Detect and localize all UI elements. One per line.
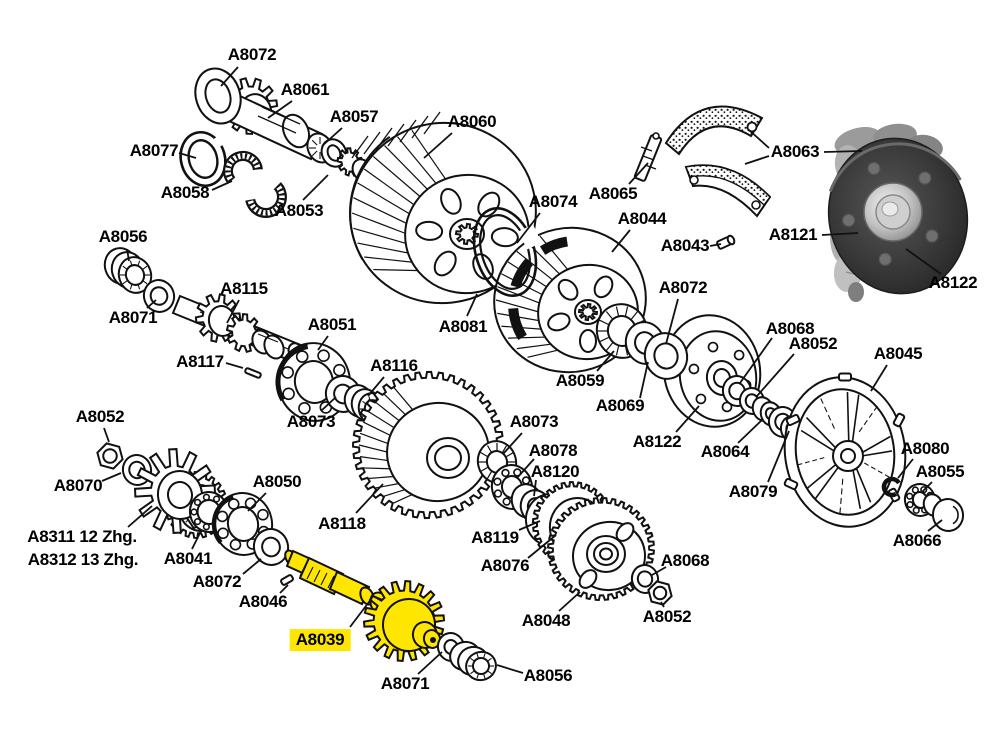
bearing-a8050 <box>211 492 290 566</box>
end-nut-a8052-bottom <box>630 564 673 606</box>
clutch-cover-a8045 <box>783 372 907 528</box>
primary-gear-a8118 <box>352 370 504 520</box>
pin-a8043 <box>716 234 736 250</box>
snap-ring-a8074 <box>472 206 542 298</box>
input-shaft-a8061-assembly <box>179 67 381 218</box>
clip-a8080 <box>881 476 901 498</box>
clutch-shoes-a8063 <box>664 105 772 218</box>
countershaft-a8039-highlighted <box>284 549 446 663</box>
clutch-flywheel-photo <box>827 123 969 302</box>
leader-lines <box>101 66 943 675</box>
clutch-housing-a8060 <box>349 111 537 305</box>
needle-bearing-a8056-bottom <box>449 640 497 682</box>
bolt-a8066 <box>922 493 965 532</box>
spacer-rings-a8059 <box>595 303 689 380</box>
pin-a8046 <box>280 574 294 586</box>
kickstart-gears-a8076 <box>531 481 656 602</box>
